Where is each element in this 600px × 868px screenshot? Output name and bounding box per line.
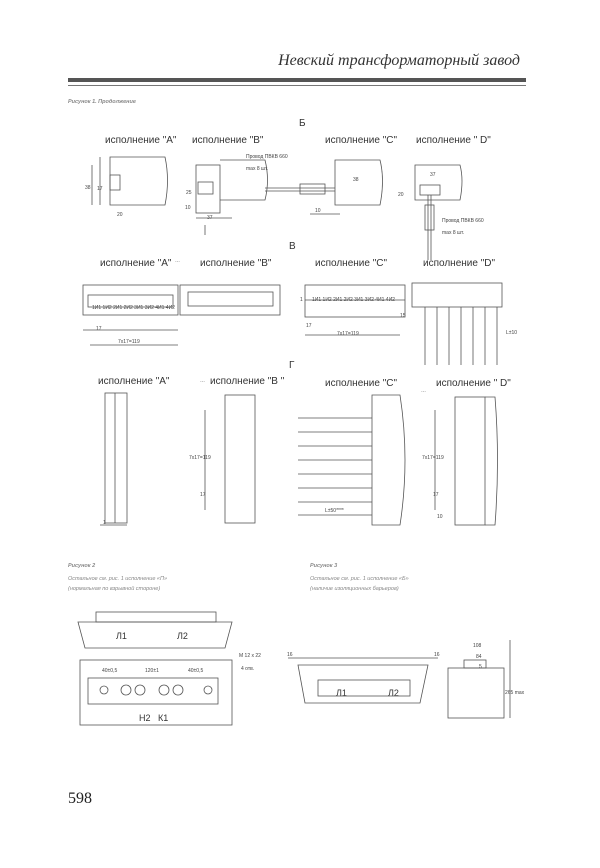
dim-10-c: 10 bbox=[315, 208, 321, 214]
figure3-note-2: (наличие изоляционных барьеров) bbox=[310, 586, 399, 592]
dim-17-v-a: 17 bbox=[96, 326, 102, 332]
page-number: 598 bbox=[68, 790, 92, 807]
dim-38-c: 38 bbox=[353, 177, 359, 183]
drawing-b-d bbox=[414, 164, 463, 260]
fig3-label-l2: Л2 bbox=[388, 688, 399, 698]
row-g-variant-d: исполнение " D" bbox=[436, 378, 511, 389]
dim-1-v-c: 1 bbox=[300, 297, 303, 303]
span-v-a: 7x17=119 bbox=[118, 339, 140, 345]
fig2-label-l1: Л1 bbox=[116, 631, 127, 641]
wire-note-c-1: Провод ПВКВ 660 bbox=[246, 154, 288, 160]
wire-note-c-2: max 8 шт. bbox=[246, 166, 269, 172]
dim-1-g-a: 1 bbox=[103, 520, 106, 526]
fig2-thread: М 12 х 22 bbox=[239, 653, 261, 659]
dots-g-b: … bbox=[200, 378, 205, 384]
fig3-dim-5: 5 bbox=[479, 664, 482, 670]
l-c-g: L±50**** bbox=[325, 508, 344, 514]
drawing-v-a bbox=[82, 284, 179, 346]
drawing-fig3 bbox=[288, 640, 511, 719]
dim-17-g-d: 17 bbox=[433, 492, 439, 498]
row-b-variant-d: исполнение " D" bbox=[416, 135, 491, 146]
section-g-label: Г bbox=[289, 360, 295, 371]
row-v-variant-c: исполнение "C" bbox=[315, 258, 388, 269]
span-g-b: 7x17=119 bbox=[189, 455, 211, 461]
header-rule-thick bbox=[68, 78, 526, 82]
drawing-g-a bbox=[100, 392, 128, 526]
figure2-caption: Рисунок 2 bbox=[68, 563, 96, 569]
dots-g-d: … bbox=[421, 388, 426, 394]
drawing-fig2 bbox=[77, 611, 233, 726]
dim-17-v-c: 17 bbox=[306, 323, 312, 329]
drawing-v-c bbox=[304, 284, 406, 336]
dim-38-a: 38 bbox=[85, 185, 91, 191]
row-b-variant-a: исполнение "A" bbox=[105, 135, 177, 146]
drawing-b-c bbox=[265, 159, 383, 215]
figure2-note-2: (нормальная по взрывной стороне) bbox=[68, 586, 161, 592]
span-g-d: 7x17=119 bbox=[422, 455, 444, 461]
header-rule-thin bbox=[68, 85, 526, 86]
terminals-a-v: 1И1 1И2 2И1 2И2 3И1 3И2 4И1 4И2 bbox=[92, 305, 175, 311]
row-g-variant-c: исполнение "C" bbox=[325, 378, 398, 389]
figure1-caption: Рисунок 1. Продолжение bbox=[68, 99, 136, 105]
fig2-dim-left: 40±0,5 bbox=[102, 668, 118, 674]
fig2-label-n2: Н2 bbox=[139, 713, 151, 723]
section-v-label: В bbox=[289, 241, 296, 252]
drawing-v-d bbox=[411, 282, 503, 365]
page-header-title: Невский трансформаторный завод bbox=[278, 52, 520, 69]
fig3-label-l1: Л1 bbox=[336, 688, 347, 698]
span-v-c: 7x17=119 bbox=[337, 331, 359, 337]
dim-10-g-d: 10 bbox=[437, 514, 443, 520]
row-g-variant-b: исполнение "B " bbox=[210, 376, 285, 387]
dim-10-b: 10 bbox=[185, 205, 191, 211]
row-v-variant-a: исполнение "A" bbox=[100, 258, 172, 269]
dim-17-g-b: 17 bbox=[200, 492, 206, 498]
drawing-g-d bbox=[434, 396, 498, 526]
fig3-dim-108: 108 bbox=[473, 643, 482, 649]
figure2-note-1: Остальное см. рис. 1 исполнение «П» bbox=[68, 576, 168, 582]
fig2-label-l2: Л2 bbox=[177, 631, 188, 641]
row-v-variant-b: исполнение "B" bbox=[200, 258, 272, 269]
row-g-variant-a: исполнение "A" bbox=[98, 376, 170, 387]
dim-20-a: 20 bbox=[117, 212, 123, 218]
drawing-b-b bbox=[195, 159, 268, 235]
row-b-variant-b: исполнение "B" bbox=[192, 135, 264, 146]
fig3-dim-84: 84 bbox=[476, 654, 482, 660]
row-b-variant-c: исполнение "C" bbox=[325, 135, 398, 146]
drawing-g-c bbox=[298, 394, 406, 526]
fig2-dim-mid: 120±1 bbox=[145, 668, 159, 674]
drawing-v-b bbox=[179, 284, 281, 316]
drawing-g-b bbox=[204, 394, 256, 524]
fig3-dim-side: 265 max bbox=[505, 690, 525, 696]
l-d-v: L±10 bbox=[506, 330, 518, 336]
drawing-b-a bbox=[91, 156, 168, 206]
fig3-dim-16a: 16 bbox=[287, 652, 293, 658]
dim-15-v-c: 15 bbox=[400, 313, 406, 319]
wire-note-d-2: max 8 шт. bbox=[442, 230, 465, 236]
dim-20-d: 20 bbox=[398, 192, 404, 198]
fig2-dim-right: 40±0,5 bbox=[188, 668, 204, 674]
figure3-note-1: Остальное см. рис. 1 исполнение «Б» bbox=[310, 576, 409, 582]
fig2-label-k1: К1 bbox=[158, 713, 169, 723]
row-v-variant-d: исполнение "D" bbox=[423, 258, 496, 269]
fig2-holes: 4 отв. bbox=[241, 666, 255, 672]
fig3-dim-16b: 16 bbox=[434, 652, 440, 658]
wire-note-d-1: Провод ПВКВ 660 bbox=[442, 218, 484, 224]
section-b-label: Б bbox=[299, 118, 306, 129]
figure3-caption: Рисунок 3 bbox=[310, 563, 338, 569]
dim-25-b: 25 bbox=[186, 190, 192, 196]
dim-37-d: 37 bbox=[430, 172, 436, 178]
dots-v: … bbox=[175, 258, 180, 264]
